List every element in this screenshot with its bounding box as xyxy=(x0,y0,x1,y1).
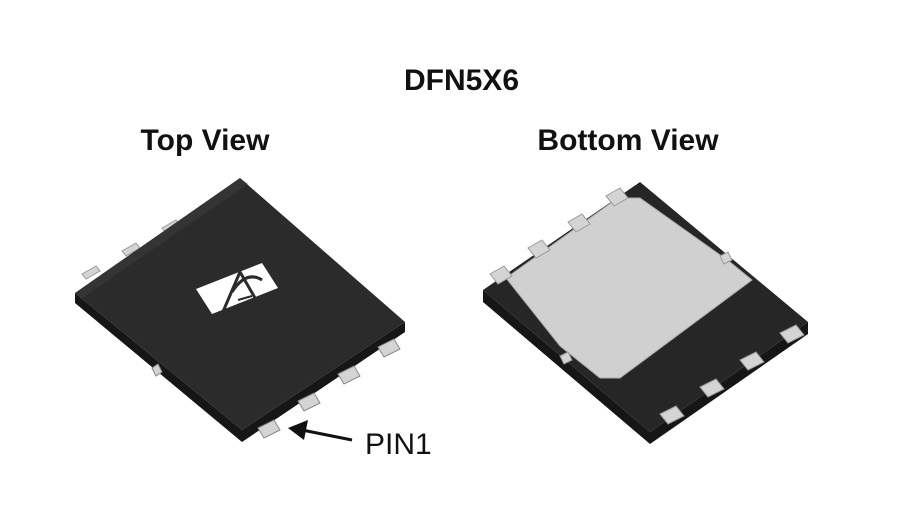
top-view-package xyxy=(75,178,405,442)
bottom-view-package xyxy=(483,182,808,444)
top-view-body-side xyxy=(75,293,405,442)
top-view-front-leads xyxy=(257,338,401,439)
aos-logo-icon xyxy=(196,263,278,315)
top-view-label: Top View xyxy=(140,124,270,157)
bottom-view-label: Bottom View xyxy=(537,124,719,157)
top-view-body-top xyxy=(75,178,405,430)
pin1-label: PIN1 xyxy=(365,428,432,461)
arrow-left-icon xyxy=(288,420,353,442)
package-title: DFN5X6 xyxy=(403,64,520,97)
bottom-view-front-pads xyxy=(659,324,805,425)
bottom-view-back-tabs xyxy=(489,187,629,285)
